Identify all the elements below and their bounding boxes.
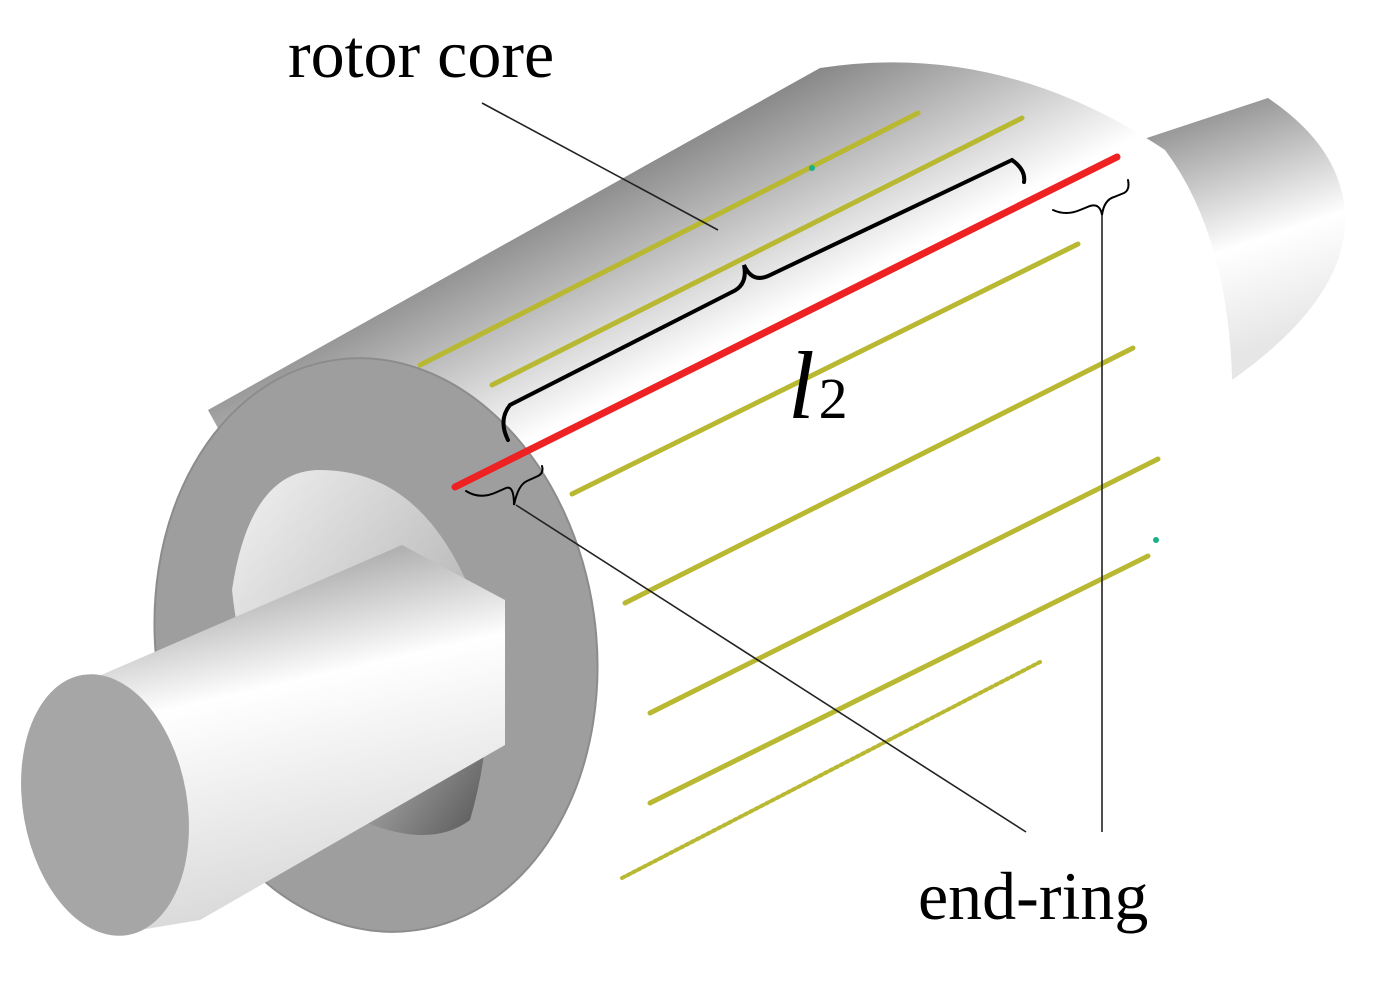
- rotor-bar: [417, 110, 921, 368]
- end-ring-label: end-ring: [918, 858, 1149, 934]
- end-ring-brace-right: [1052, 179, 1130, 216]
- rotor-bar: [489, 115, 1025, 388]
- rotor-bar: [647, 456, 1161, 716]
- rotor-bar: [569, 241, 1081, 497]
- rotor-bar: [622, 345, 1136, 606]
- marker-dot: [809, 165, 815, 171]
- length-label: l2: [788, 338, 848, 434]
- rotor-core-label: rotor core: [288, 16, 555, 92]
- rotor-core-leader: [481, 102, 719, 231]
- length-symbol: l: [788, 332, 815, 439]
- length-subscript: 2: [818, 366, 848, 431]
- end-ring-brace-left: [465, 465, 544, 506]
- marker-dot: [1153, 537, 1159, 543]
- end-ring-leader-left: [515, 504, 1027, 833]
- left-shaft: [21, 545, 505, 936]
- braces: [501, 157, 1027, 442]
- rotor-bars: [417, 110, 1161, 880]
- leader-lines: [481, 102, 1103, 833]
- rotor-bar: [620, 660, 1042, 880]
- rotor-core-brace: [501, 157, 1027, 442]
- length-line: [451, 153, 1121, 491]
- rotor-bar: [647, 553, 1151, 806]
